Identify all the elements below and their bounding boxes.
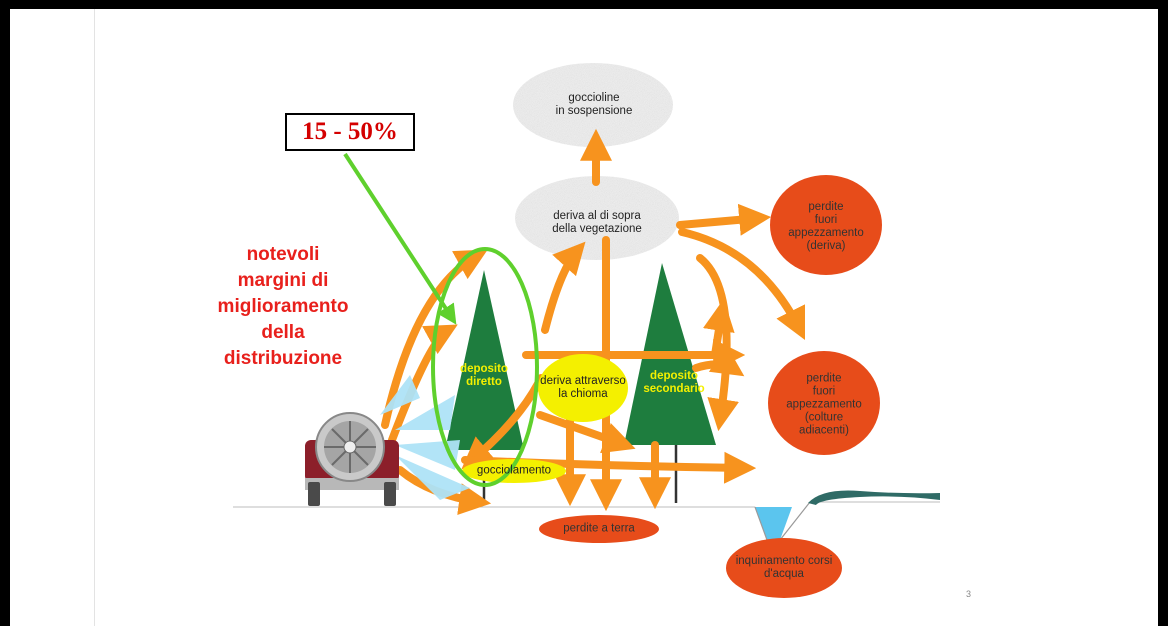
arrow-right-curve	[696, 254, 739, 432]
note-line: margini di	[237, 270, 329, 291]
frame-right	[1158, 0, 1168, 626]
arrow-to-loss-drift	[676, 203, 772, 236]
arrow-small-up	[702, 298, 735, 359]
percent-label-box: 15 - 50%	[285, 113, 415, 151]
water-surface	[808, 490, 940, 505]
arrow-mid-left	[388, 324, 458, 444]
highlight-ellipse	[431, 247, 539, 487]
bubble-loss-crops	[768, 351, 880, 455]
bubble-through-canopy	[538, 354, 628, 422]
arrow-up-from-tree	[541, 241, 586, 334]
note-line: della	[261, 322, 305, 343]
label-ground-loss: perdite a terra	[563, 522, 635, 535]
improvement-note: notevoli margini di miglioramento della …	[190, 242, 376, 372]
label-dripping: gocciolamento	[476, 464, 552, 477]
note-line: miglioramento	[217, 296, 349, 317]
arrow-diag-low	[536, 411, 636, 454]
page-number: 3	[966, 589, 972, 599]
spray-jets	[380, 375, 470, 500]
bubble-loss-drift	[770, 175, 882, 275]
note-line: distribuzione	[223, 348, 343, 369]
bubble-ground-loss	[539, 515, 659, 543]
note-line: notevoli	[246, 244, 320, 265]
margin-line	[94, 9, 95, 626]
arrow-right-small	[692, 345, 745, 377]
bubble-dripping	[462, 459, 566, 483]
frame-left	[0, 0, 10, 626]
highlight-arrow	[343, 152, 457, 325]
frame-top	[0, 0, 1168, 9]
arrow-to-loss-crops	[678, 228, 806, 341]
arrow-top-left	[381, 249, 488, 429]
tree-direct	[445, 270, 524, 450]
bubble-water	[726, 538, 842, 598]
sprayer-vehicle	[305, 412, 399, 506]
